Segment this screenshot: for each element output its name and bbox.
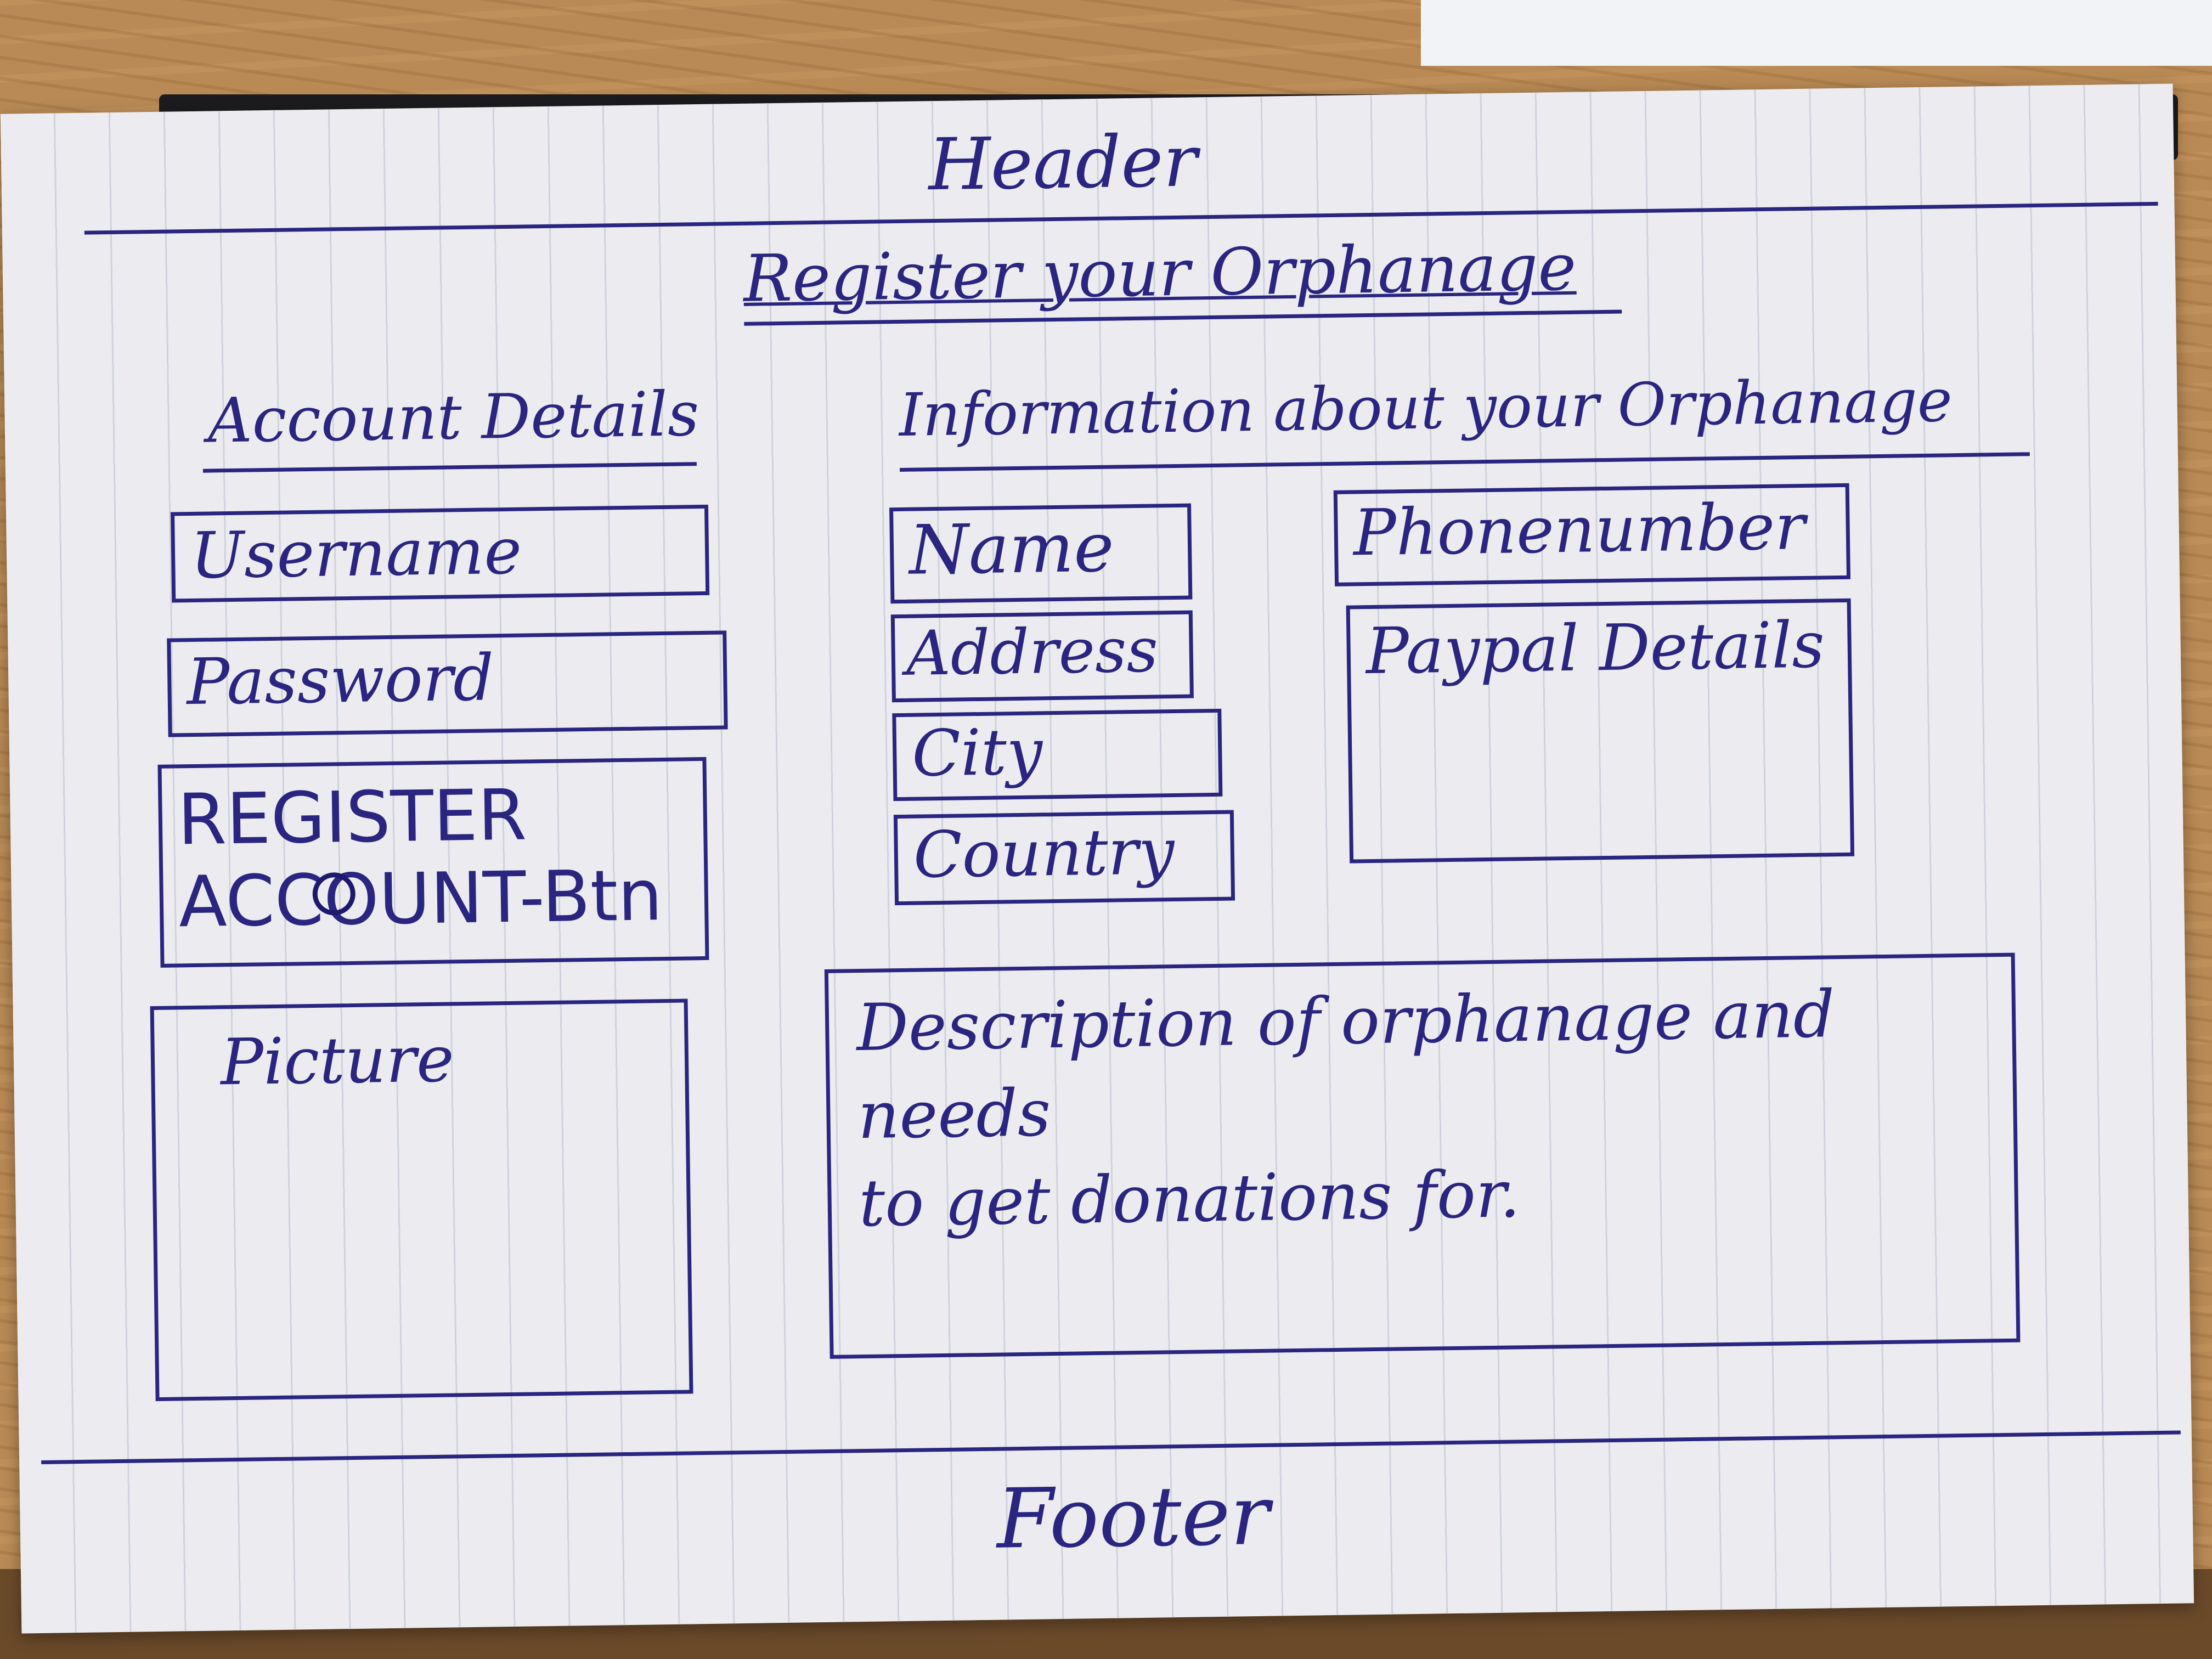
register-account-button-label: REGISTER ACCOUNT-Btn bbox=[177, 774, 663, 944]
country-field[interactable]: Country bbox=[893, 810, 1235, 906]
description-textarea[interactable]: Description of orphanage and needs to ge… bbox=[824, 952, 2021, 1359]
wireframe-sketch-paper: Header Register your Orphanage Account D… bbox=[0, 83, 2194, 1634]
paypal-details-label: Paypal Details bbox=[1365, 608, 1825, 689]
phonenumber-field[interactable]: Phonenumber bbox=[1333, 483, 1851, 586]
city-label: City bbox=[911, 715, 1043, 791]
account-details-heading: Account Details bbox=[207, 379, 700, 457]
password-label: Password bbox=[186, 641, 495, 720]
country-label: Country bbox=[912, 815, 1175, 893]
password-field[interactable]: Password bbox=[167, 630, 728, 737]
description-label: Description of orphanage and needs to ge… bbox=[856, 976, 1836, 1242]
name-label: Name bbox=[909, 508, 1115, 590]
address-label: Address bbox=[905, 614, 1159, 690]
header-label: Header bbox=[928, 119, 1198, 207]
address-field[interactable]: Address bbox=[890, 610, 1194, 703]
paypal-details-field[interactable]: Paypal Details bbox=[1346, 598, 1855, 864]
background-paper-sheet bbox=[1421, 0, 2212, 66]
picture-label: Picture bbox=[220, 1022, 455, 1100]
username-field[interactable]: Username bbox=[171, 504, 710, 603]
name-field[interactable]: Name bbox=[889, 503, 1193, 604]
picture-upload-area[interactable]: Picture bbox=[150, 998, 693, 1402]
username-label: Username bbox=[190, 514, 522, 594]
page-title: Register your Orphanage bbox=[743, 229, 1577, 317]
register-account-button[interactable]: REGISTER ACCOUNT-Btn bbox=[157, 757, 709, 968]
footer-label: Footer bbox=[996, 1468, 1271, 1567]
city-field[interactable]: City bbox=[892, 708, 1223, 802]
phonenumber-label: Phonenumber bbox=[1352, 489, 1806, 571]
